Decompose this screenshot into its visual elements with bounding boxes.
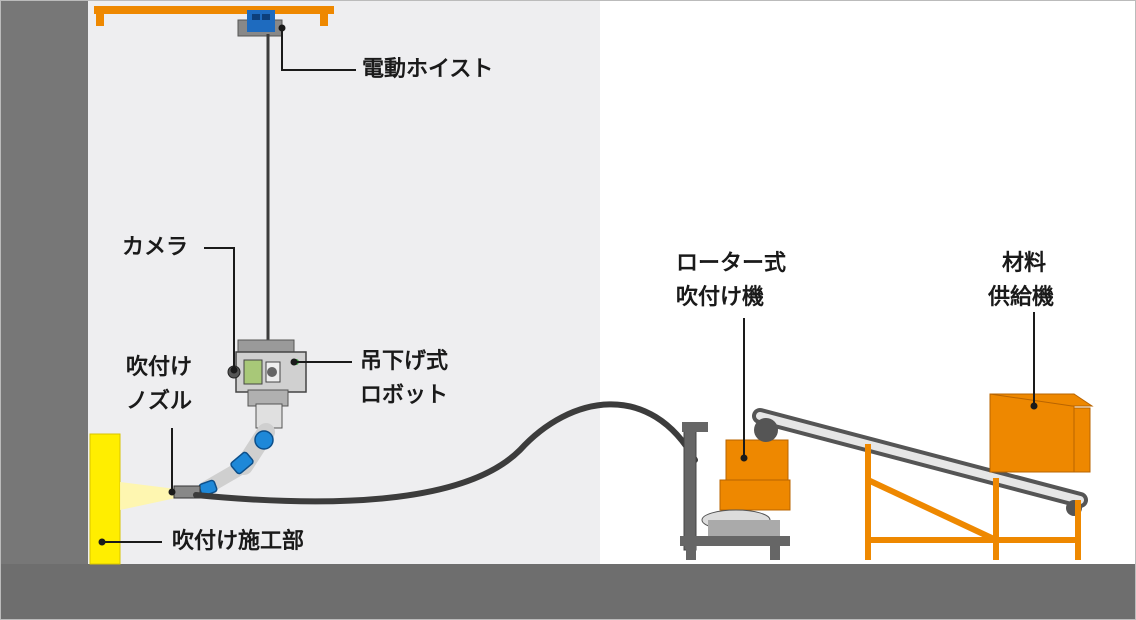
label-rotor-machine-2: 吹付け機 (676, 285, 765, 310)
left-wall (0, 0, 88, 564)
label-hanging-robot-1: 吊下げ式 (360, 349, 449, 374)
rotor-spray-machine (680, 422, 791, 560)
hanging-robot (227, 339, 307, 429)
label-spray-area: 吹付け施工部 (172, 529, 305, 554)
label-rotor-machine-1: ローター式 (676, 251, 787, 276)
spray-cone (120, 482, 176, 510)
material-supply-machine (989, 393, 1094, 473)
hoist-rail (94, 6, 334, 26)
electric-hoist (237, 10, 283, 37)
leader-dots (98, 24, 1038, 546)
material-hose (193, 401, 698, 505)
conveyor (752, 408, 1088, 560)
label-supply-machine-1: 材料 (1002, 251, 1047, 276)
robot-arm (198, 423, 275, 497)
label-camera: カメラ (122, 235, 189, 260)
label-hanging-robot-2: ロボット (360, 383, 449, 408)
leader-lines (102, 28, 1035, 543)
label-nozzle-2: ノズル (126, 389, 193, 414)
floor (0, 564, 1136, 620)
label-supply-machine-2: 供給機 (988, 285, 1055, 310)
label-nozzle-1: 吹付け (126, 355, 193, 380)
spray-area-block (89, 433, 121, 565)
label-electric-hoist: 電動ホイスト (362, 57, 494, 82)
tunnel-interior (88, 0, 600, 564)
